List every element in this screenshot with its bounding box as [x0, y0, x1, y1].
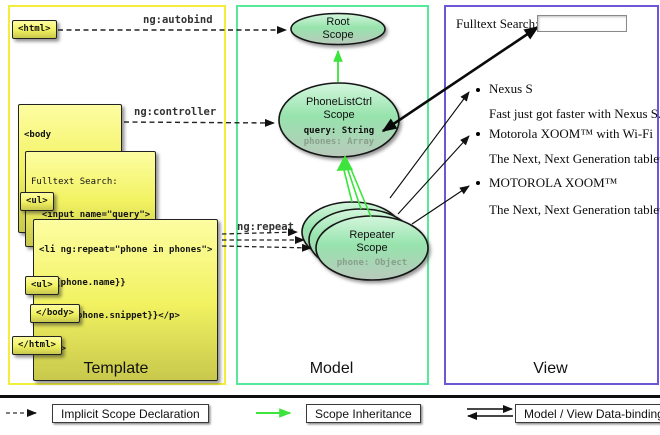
code-li-line1: <li ng:repeat="phone in phones">	[39, 245, 213, 255]
phonelistctrl-scope-label: PhoneListCtrl Scope query: String phones…	[279, 96, 399, 148]
view-item-snippet: Fast just got faster with Nexus S.	[489, 106, 660, 121]
code-html-close-text: </html>	[18, 340, 56, 350]
code-box-html-open: <html>	[12, 20, 57, 39]
code-box-ul-open: <ul>	[20, 192, 54, 211]
code-ul-open-text: <ul>	[26, 196, 48, 206]
list-bullet	[476, 88, 480, 92]
code-box-body-close: </body>	[30, 304, 80, 323]
repeater-scope-label: Repeater Scope phone: Object	[317, 229, 427, 269]
view-search-label: Fulltext Search:	[456, 16, 539, 31]
view-column-title: View	[533, 360, 568, 377]
prop-phones: phones: Array	[303, 137, 375, 147]
template-column-title: Template	[83, 360, 149, 377]
legend-separator-line	[0, 395, 660, 398]
code-html-open-text: <html>	[18, 24, 51, 34]
repeat-label: ng:repeat	[237, 221, 294, 233]
prop-query: query: String	[303, 126, 375, 136]
view-item-title: MOTOROLA XOOM™	[489, 175, 618, 190]
view-item-snippet: The Next, Next Generation tablet.	[489, 151, 660, 166]
code-body-line1: <body	[24, 130, 52, 140]
prop-phone: phone: Object	[336, 258, 408, 268]
code-li-line3: <p>{{phone.snippet}}</p>	[39, 311, 180, 321]
view-item-title: Motorola XOOM™ with Wi-Fi	[489, 126, 654, 141]
phonelistctrl-line2: Scope	[323, 108, 355, 121]
legend-model-view-data-binding: Model / View Data-binding	[515, 404, 660, 423]
code-box-li-repeat: <li ng:repeat="phone in phones"> {{phone…	[33, 219, 219, 381]
repeater-line2: Scope	[356, 241, 388, 254]
code-box-html-close: </html>	[12, 336, 62, 355]
code-li-line4: </li>	[39, 344, 212, 355]
legend-implicit-scope-declaration: Implicit Scope Declaration	[52, 404, 209, 423]
view-item-snippet: The Next, Next Generation tablet.	[489, 202, 660, 217]
list-bullet	[476, 181, 480, 185]
model-column-title: Model	[309, 360, 354, 377]
code-li-line2: {{phone.name}}	[39, 278, 126, 288]
legend-scope-inheritance: Scope Inheritance	[306, 404, 421, 423]
model-column	[236, 5, 429, 385]
controller-label: ng:controller	[134, 106, 217, 118]
repeater-line1: Repeater	[349, 229, 395, 241]
code-fulltext-input: <input name="query">	[31, 210, 151, 220]
root-scope-line1: Root	[326, 16, 350, 28]
code-body-close-text: </body>	[36, 308, 74, 318]
view-item-title: Nexus S	[489, 81, 533, 96]
code-fulltext-label: Fulltext Search:	[31, 177, 118, 187]
code-ul-close-text: <ul>	[31, 280, 53, 290]
list-bullet	[476, 132, 480, 136]
autobind-label: ng:autobind	[143, 14, 213, 26]
root-scope-label: Root Scope	[294, 16, 382, 41]
template-column	[8, 5, 226, 385]
root-scope-line2: Scope	[322, 28, 354, 41]
view-column	[444, 5, 659, 385]
search-input[interactable]	[537, 15, 627, 32]
phonelistctrl-line1: PhoneListCtrl	[305, 96, 373, 108]
code-box-ul-close: <ul>	[25, 276, 59, 295]
